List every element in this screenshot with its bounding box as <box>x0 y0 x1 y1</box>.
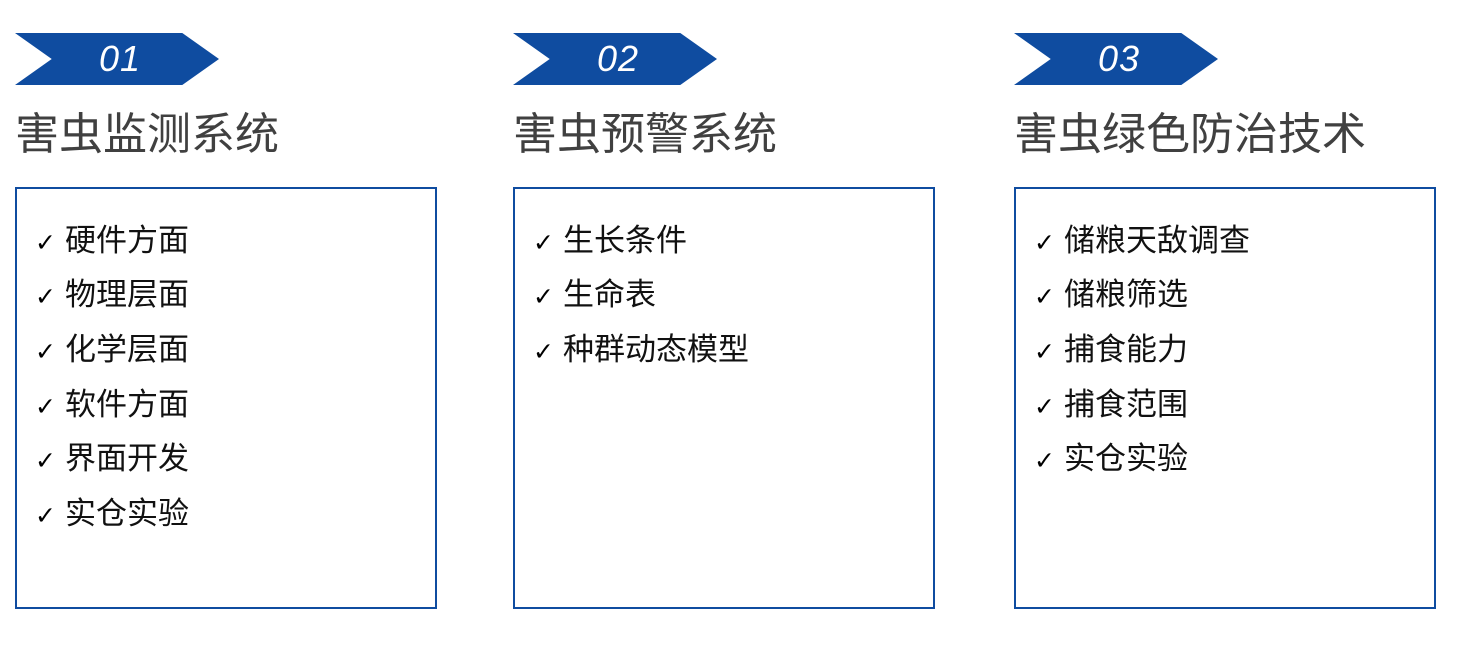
check-icon: ✓ <box>35 446 56 476</box>
check-icon: ✓ <box>533 336 554 366</box>
list-item-label: 捕食能力 <box>1064 331 1188 367</box>
check-icon: ✓ <box>533 227 554 257</box>
column-heading-2: 害虫预警系统 <box>513 110 777 159</box>
content-column-1: 01 害虫监测系统 ✓ 硬件方面 ✓ 物理层面 ✓ 化学层面 <box>0 0 506 609</box>
feature-list-1: ✓ 硬件方面 ✓ 物理层面 ✓ 化学层面 ✓ 软件方面 <box>35 223 417 532</box>
list-item-label: 储粮天敌调查 <box>1064 222 1250 258</box>
list-item: ✓ 捕食能力 <box>1034 332 1416 368</box>
list-item-label: 种群动态模型 <box>563 331 749 367</box>
list-item: ✓ 储粮筛选 <box>1034 277 1416 313</box>
list-box-2: ✓ 生长条件 ✓ 生命表 ✓ 种群动态模型 <box>513 186 935 609</box>
list-item: ✓ 实仓实验 <box>35 496 417 532</box>
check-icon: ✓ <box>1034 336 1055 366</box>
step-number-3: 03 <box>1097 38 1141 79</box>
feature-list-3: ✓ 储粮天敌调查 ✓ 储粮筛选 ✓ 捕食能力 ✓ 捕食范围 <box>1034 223 1416 477</box>
check-icon: ✓ <box>1034 391 1055 421</box>
step-number-1: 01 <box>98 38 142 79</box>
check-icon: ✓ <box>1034 227 1055 257</box>
check-icon: ✓ <box>533 282 554 312</box>
list-item-label: 界面开发 <box>65 441 189 477</box>
step-badge-3: 03 <box>1014 33 1218 85</box>
column-heading-1: 害虫监测系统 <box>15 110 279 159</box>
list-item-label: 捕食范围 <box>1064 386 1188 422</box>
list-item-label: 软件方面 <box>65 386 189 422</box>
list-item-label: 硬件方面 <box>65 222 189 258</box>
step-number-2: 02 <box>596 38 640 79</box>
list-item: ✓ 生命表 <box>533 277 915 313</box>
step-badge-1: 01 <box>15 33 219 85</box>
content-column-3: 03 害虫绿色防治技术 ✓ 储粮天敌调查 ✓ 储粮筛选 ✓ 捕食能力 <box>1014 0 1467 609</box>
list-item: ✓ 储粮天敌调查 <box>1034 223 1416 259</box>
check-icon: ✓ <box>35 500 56 530</box>
list-item: ✓ 界面开发 <box>35 441 417 477</box>
check-icon: ✓ <box>35 282 56 312</box>
list-item: ✓ 实仓实验 <box>1034 441 1416 477</box>
list-item: ✓ 捕食范围 <box>1034 387 1416 423</box>
list-item: ✓ 硬件方面 <box>35 223 417 259</box>
list-item-label: 生长条件 <box>563 222 687 258</box>
list-item-label: 物理层面 <box>65 277 189 313</box>
list-box-1: ✓ 硬件方面 ✓ 物理层面 ✓ 化学层面 ✓ 软件方面 <box>15 186 437 609</box>
check-icon: ✓ <box>35 336 56 366</box>
list-item: ✓ 软件方面 <box>35 387 417 423</box>
list-item-label: 化学层面 <box>65 331 189 367</box>
list-item-label: 实仓实验 <box>65 495 189 531</box>
check-icon: ✓ <box>35 391 56 421</box>
list-item-label: 实仓实验 <box>1064 441 1188 477</box>
check-icon: ✓ <box>35 227 56 257</box>
list-item: ✓ 物理层面 <box>35 277 417 313</box>
list-box-3: ✓ 储粮天敌调查 ✓ 储粮筛选 ✓ 捕食能力 ✓ 捕食范围 <box>1014 186 1436 609</box>
list-item-label: 生命表 <box>563 277 656 313</box>
list-item: ✓ 种群动态模型 <box>533 332 915 368</box>
content-column-2: 02 害虫预警系统 ✓ 生长条件 ✓ 生命表 ✓ 种群动态模型 <box>506 0 1014 609</box>
column-heading-3: 害虫绿色防治技术 <box>1014 110 1366 159</box>
list-item: ✓ 化学层面 <box>35 332 417 368</box>
list-item-label: 储粮筛选 <box>1064 277 1188 313</box>
feature-list-2: ✓ 生长条件 ✓ 生命表 ✓ 种群动态模型 <box>533 223 915 368</box>
check-icon: ✓ <box>1034 282 1055 312</box>
check-icon: ✓ <box>1034 446 1055 476</box>
list-item: ✓ 生长条件 <box>533 223 915 259</box>
step-badge-2: 02 <box>513 33 717 85</box>
